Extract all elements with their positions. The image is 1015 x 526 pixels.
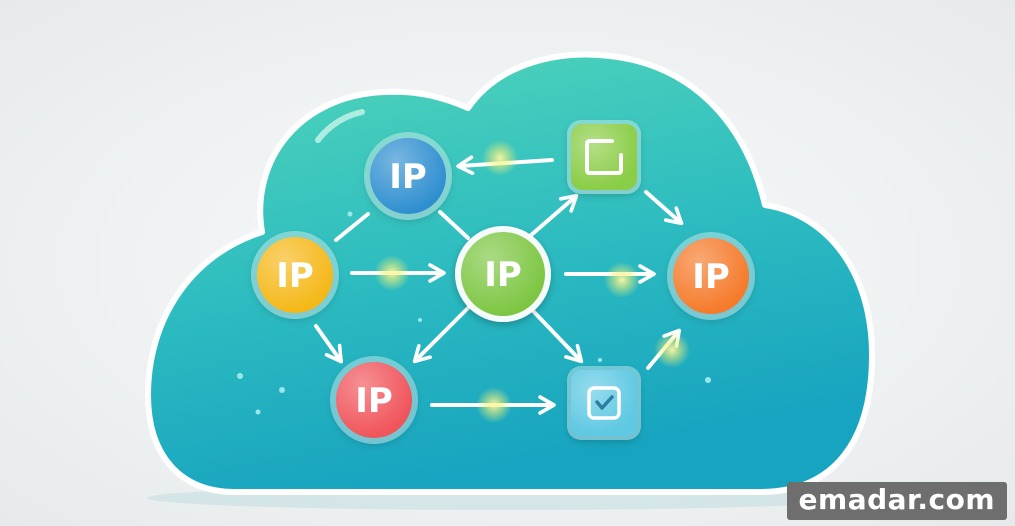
node-ip-green: IP — [455, 226, 551, 322]
edge-ip-green-to-device-green — [528, 193, 579, 238]
device-shine — [571, 370, 637, 436]
node-ip-blue: IP — [364, 132, 452, 220]
node-shine — [257, 237, 333, 313]
node-device-green — [567, 120, 641, 194]
node-shine — [461, 232, 545, 316]
edge-ip-blue-to-ip-green — [438, 210, 470, 240]
glow-dot — [604, 262, 640, 298]
node-device-teal — [567, 366, 641, 440]
node-shine — [673, 238, 749, 314]
particles — [237, 211, 711, 415]
glow-dot — [482, 140, 518, 176]
cloud-highlight — [315, 109, 365, 143]
node-ip-yellow: IP — [251, 231, 339, 319]
checkbox-icon — [587, 386, 621, 420]
node-label: IP — [276, 256, 314, 296]
glows-layer — [374, 140, 690, 423]
node-label: IP — [389, 157, 427, 197]
nodes-layer: IP IP IP IP IP — [251, 120, 755, 444]
node-ip-orange: IP — [667, 232, 755, 320]
edge-ip-yellow-to-ip-blue — [334, 212, 370, 242]
node-ip-red: IP — [330, 356, 418, 444]
node-shine — [336, 362, 412, 438]
watermark: emadar.com — [786, 482, 1007, 520]
node-label: IP — [484, 255, 522, 295]
device-shine — [571, 124, 637, 190]
edge-ip-green-to-ip-red — [412, 304, 472, 364]
glow-dot — [654, 332, 690, 368]
glow-dot — [476, 387, 512, 423]
window-icon — [585, 139, 623, 175]
edge-ip-yellow-to-ip-red — [314, 324, 343, 364]
edge-ip-green-to-device-teal — [532, 310, 584, 364]
glow-dot — [374, 255, 410, 291]
edge-device-green-to-ip-orange — [644, 190, 684, 226]
node-label: IP — [355, 381, 393, 421]
node-label: IP — [692, 257, 730, 297]
node-shine — [370, 138, 446, 214]
